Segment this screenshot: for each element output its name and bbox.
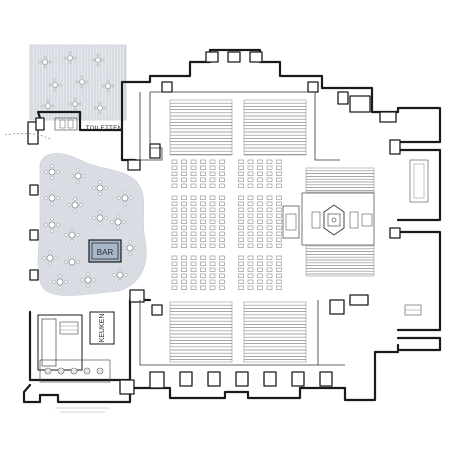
lounge-table — [44, 164, 60, 180]
lounge-table — [80, 272, 96, 288]
kitchen-area: KEUKEN — [37, 311, 115, 383]
terrace-table — [91, 53, 105, 67]
lounge-table — [112, 267, 128, 283]
pew-block-top-right — [243, 99, 307, 156]
piers — [27, 51, 401, 395]
right-wing-furniture — [404, 159, 429, 316]
toilet-area: TOILETTEN — [4, 117, 123, 141]
lounge-table — [122, 240, 138, 256]
nave-outline — [139, 91, 345, 366]
keuken-label: KEUKEN — [99, 314, 106, 343]
pew-block-top-left — [169, 99, 233, 156]
lounge-table — [52, 274, 68, 290]
pew-block-altar-bottom — [305, 245, 375, 277]
lounge-table — [92, 210, 108, 226]
bar-counter: BAR — [88, 239, 122, 263]
lounge-table — [67, 197, 83, 213]
lounge-table — [117, 190, 133, 206]
lounge-table — [70, 168, 86, 184]
lounge-table — [110, 214, 126, 230]
terrace-table — [75, 75, 89, 89]
bar-label: BAR — [97, 248, 114, 257]
pew-block-bottom-right — [243, 301, 307, 363]
altar — [282, 192, 375, 246]
pew-block-altar-top — [305, 167, 375, 193]
terrace-table — [38, 55, 52, 69]
lounge-table — [44, 190, 60, 206]
pew-block-bottom-left — [169, 301, 233, 363]
terrace-table — [68, 97, 82, 111]
terrace-table — [101, 79, 115, 93]
entrance-steps — [55, 407, 110, 413]
lounge-area — [37, 153, 147, 296]
terrace-table — [63, 51, 77, 65]
lounge-table — [44, 217, 60, 233]
toiletten-label: TOILETTEN — [86, 125, 123, 132]
lounge-table — [42, 250, 58, 266]
terrace-area — [29, 44, 127, 121]
terrace-table — [48, 78, 62, 92]
lounge-table — [92, 180, 108, 196]
chair-rows — [171, 159, 282, 290]
lounge-table — [64, 227, 80, 243]
terrace-table — [93, 101, 107, 115]
lounge-table — [64, 254, 80, 270]
